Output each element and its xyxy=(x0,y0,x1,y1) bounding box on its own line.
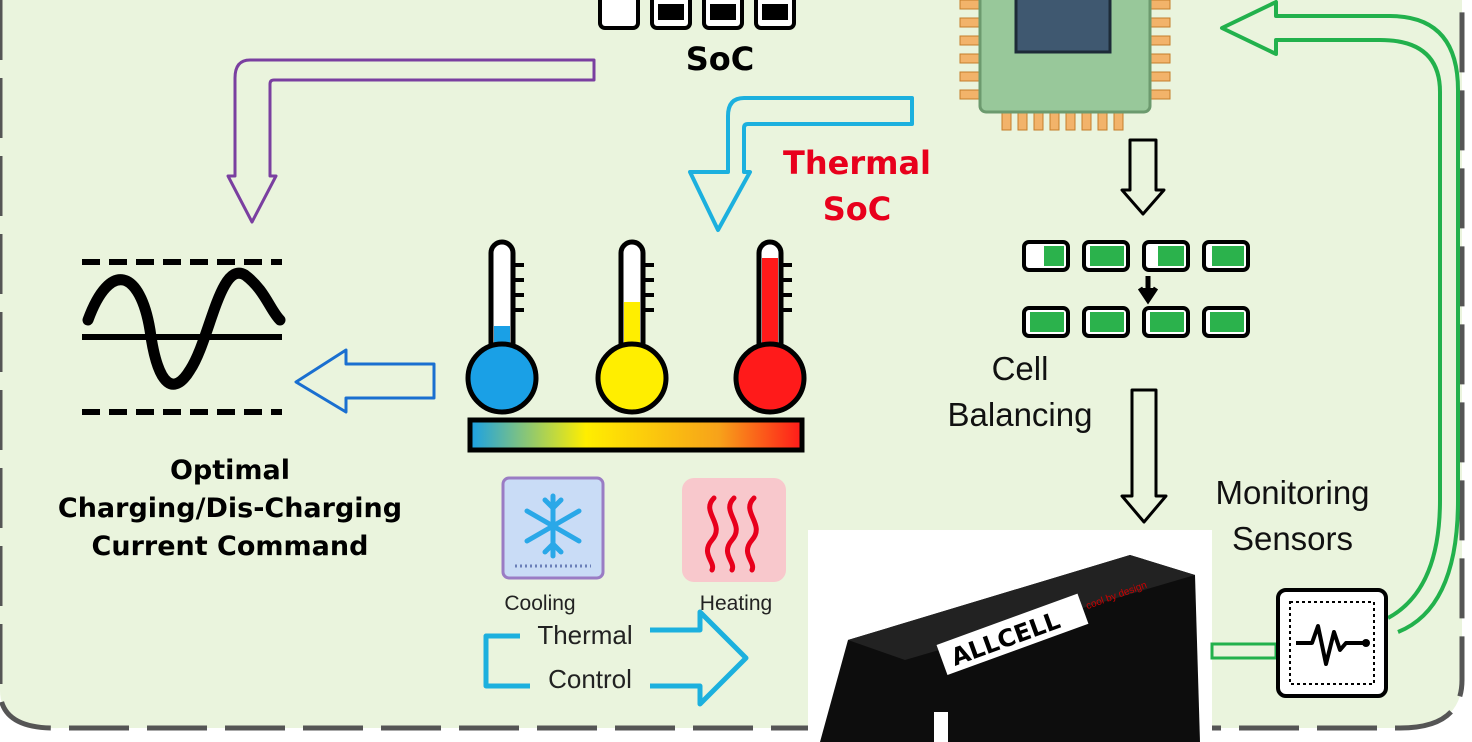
feedback-loop-arrow xyxy=(1220,0,1460,634)
soc-battery-icons xyxy=(598,0,796,30)
thermal-soc-line1: Thermal xyxy=(783,144,931,182)
cell-balancing-line2: Balancing xyxy=(947,396,1093,433)
thermal-to-optimal-arrow xyxy=(294,348,436,414)
thermometers-icon xyxy=(465,239,807,453)
monitoring-line2: Sensors xyxy=(1231,520,1354,557)
monitoring-sensors-label: Monitoring Sensors xyxy=(1185,470,1400,562)
thermal-soc-arrow xyxy=(688,96,914,232)
soc-label: SoC xyxy=(685,40,755,78)
thermal-soc-label: Thermal SoC xyxy=(752,140,962,232)
monitoring-line1: Monitoring xyxy=(1215,474,1370,511)
cell-balancing-batteries-icon xyxy=(1022,240,1250,338)
optimal-line1: Optimal xyxy=(169,455,291,486)
thermal-control-arrow xyxy=(483,609,749,707)
chip-to-cells-arrow xyxy=(1120,138,1166,216)
thermal-control-line1: Thermal xyxy=(520,620,650,651)
cell-balancing-label: Cell Balancing xyxy=(920,346,1120,438)
cell-balancing-line1: Cell xyxy=(991,350,1049,387)
cooling-snowflake-icon xyxy=(501,476,605,580)
thermal-control-line2: Control xyxy=(530,664,650,695)
soc-to-optimal-arrow xyxy=(226,58,596,224)
sensor-monitor-icon xyxy=(1276,588,1388,698)
cooling-label: Cooling xyxy=(504,592,576,615)
optimal-line2: Charging/Dis-Charging xyxy=(57,493,403,524)
thermal-soc-line2: SoC xyxy=(822,190,892,228)
cells-to-battery-arrow xyxy=(1120,388,1168,524)
charging-waveform-icon xyxy=(82,259,286,415)
optimal-current-command-label: Optimal Charging/Dis-Charging Current Co… xyxy=(10,452,450,566)
heating-label: Heating xyxy=(699,592,773,615)
optimal-line3: Current Command xyxy=(91,531,369,562)
heating-waves-icon xyxy=(682,478,786,582)
allcell-battery-pack-image: ALLCELL cool by design xyxy=(808,530,1212,742)
microcontroller-chip-icon xyxy=(959,0,1171,131)
